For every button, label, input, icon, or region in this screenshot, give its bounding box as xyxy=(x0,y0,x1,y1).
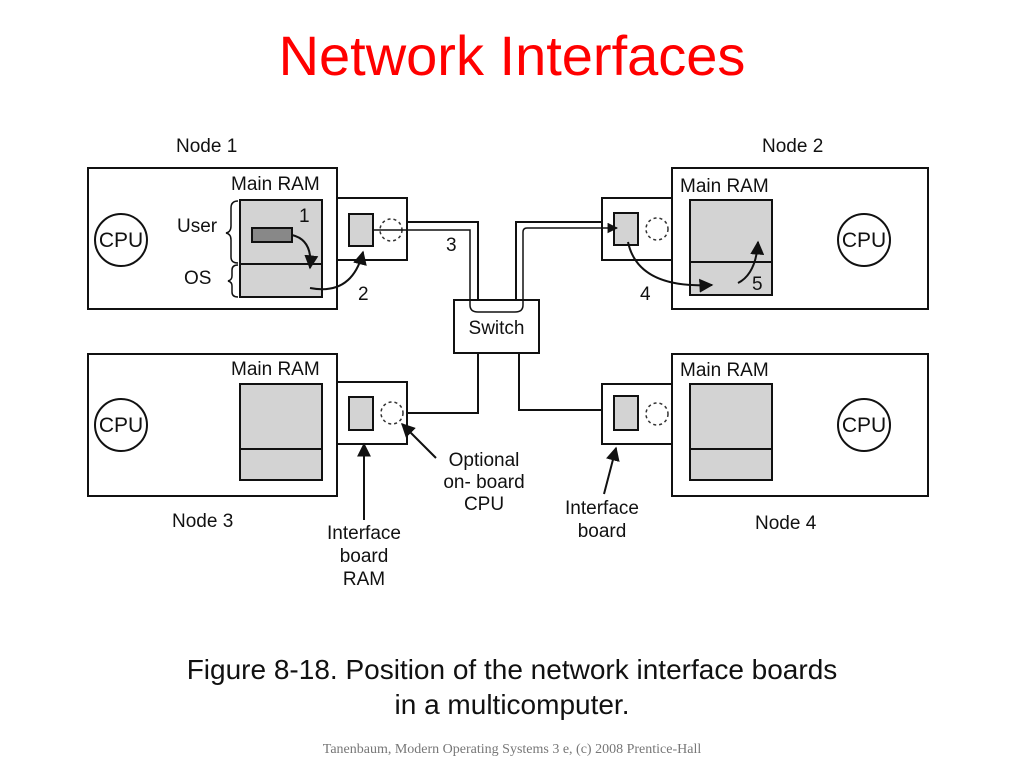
node-2-onboard-cpu xyxy=(645,217,669,241)
node-3-cpu xyxy=(94,398,148,452)
os-brace xyxy=(227,264,239,298)
wire-node-2-switch xyxy=(515,221,602,300)
node-4-interface-ram xyxy=(613,395,639,431)
node-1-ram-label: Main RAM xyxy=(231,174,320,195)
optional-cpu-line-2: on- board xyxy=(443,472,524,493)
optional-cpu-line-3: CPU xyxy=(464,494,504,515)
interface-board-ram-line-1: Interface xyxy=(327,523,401,544)
optional-cpu-line-1: Optional xyxy=(449,450,520,471)
step-3-path xyxy=(372,222,619,313)
node-3-interface-ram xyxy=(348,396,374,431)
wire-node-3-switch xyxy=(407,353,479,414)
node-2: Node 2 Main RAM CPU 4 5 xyxy=(601,136,929,310)
interface-board-ram-line-3: RAM xyxy=(343,569,385,590)
node-2-cpu xyxy=(837,213,891,267)
node-2-ram-label: Main RAM xyxy=(680,176,769,197)
wire-node-4-switch xyxy=(518,353,602,411)
node-1-label: Node 1 xyxy=(176,136,237,157)
step-2-arrow xyxy=(309,250,367,291)
node-4-ram-label: Main RAM xyxy=(680,360,769,381)
step-4-arrow xyxy=(627,241,714,293)
interface-board-line-2: board xyxy=(578,521,627,542)
node-3-label: Node 3 xyxy=(172,511,233,532)
step-2-label: 2 xyxy=(358,284,369,305)
user-region-label: User xyxy=(177,216,218,237)
node-1-user-buffer xyxy=(251,227,293,243)
node-1-main-ram xyxy=(239,199,323,298)
interface-board-line-1: Interface xyxy=(565,498,639,519)
step-5-label: 5 xyxy=(752,274,763,295)
switch-box xyxy=(453,299,540,354)
node-1-interface-ram xyxy=(348,213,374,247)
figure-caption-line-2: in a multicomputer. xyxy=(394,689,630,720)
figure-caption: Figure 8-18. Position of the network int… xyxy=(0,652,1024,722)
wire-node-1-switch xyxy=(407,221,479,300)
node-1-cpu-label: CPU xyxy=(99,229,143,252)
node-2-label: Node 2 xyxy=(762,136,823,157)
step-1-arrow xyxy=(291,234,319,270)
node-1-cpu xyxy=(94,213,148,267)
node-4: Main RAM CPU Node 4 xyxy=(601,353,929,534)
node-3-ram-label: Main RAM xyxy=(231,359,320,380)
figure-caption-line-1: Figure 8-18. Position of the network int… xyxy=(186,654,838,685)
node-4-main-ram xyxy=(689,383,773,481)
node-4-label: Node 4 xyxy=(755,513,817,534)
os-region-label: OS xyxy=(184,268,211,289)
credit-footer: Tanenbaum, Modern Operating Systems 3 e,… xyxy=(322,742,702,757)
node-3-cpu-label: CPU xyxy=(99,414,143,437)
node-3: Main RAM CPU Node 3 xyxy=(87,353,408,532)
node-3-main-ram xyxy=(239,383,323,481)
slide-title: Network Interfaces xyxy=(278,24,746,87)
node-4-cpu xyxy=(837,398,891,452)
step-5-arrow xyxy=(737,240,765,284)
step-1-label: 1 xyxy=(299,206,310,227)
step-4-label: 4 xyxy=(640,284,651,305)
switch-label: Switch xyxy=(469,318,525,339)
node-4-onboard-cpu xyxy=(645,402,669,426)
node-3-onboard-cpu xyxy=(380,401,404,425)
interface-board-pointer xyxy=(603,446,620,495)
node-2-cpu-label: CPU xyxy=(842,229,886,252)
node-2-interface-ram xyxy=(613,212,639,246)
node-1: Node 1 Main RAM CPU User OS 1 2 xyxy=(87,136,408,310)
user-brace xyxy=(225,200,239,264)
interface-board-ram-line-2: board xyxy=(340,546,389,567)
step-3-label: 3 xyxy=(446,235,457,256)
node-4-cpu-label: CPU xyxy=(842,414,886,437)
optional-cpu-pointer xyxy=(401,423,437,459)
